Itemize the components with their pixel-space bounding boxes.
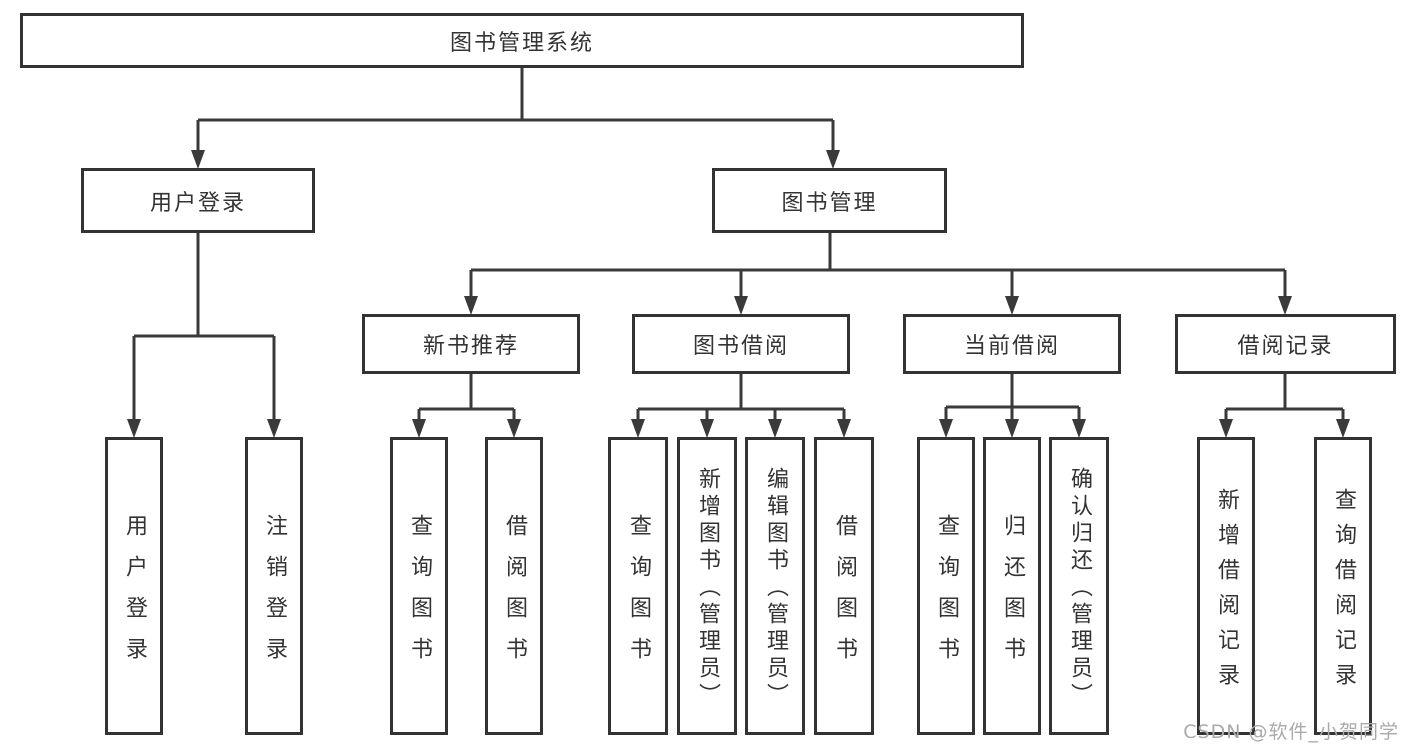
leaf-user-login: 用户登录 bbox=[105, 437, 163, 735]
node-user-login-branch: 用户登录 bbox=[81, 168, 315, 233]
csdn-watermark: CSDN @软件_小贺同学 bbox=[1183, 721, 1399, 743]
leaf-borrow-books-2: 借阅图书 bbox=[814, 437, 874, 735]
node-borrow-records: 借阅记录 bbox=[1175, 314, 1396, 374]
node-new-book-recommend: 新书推荐 bbox=[362, 314, 580, 374]
leaf-query-books-2: 查询图书 bbox=[608, 437, 668, 735]
node-current-borrow: 当前借阅 bbox=[903, 314, 1121, 374]
node-root-system: 图书管理系统 bbox=[20, 13, 1024, 68]
leaf-query-books-3: 查询图书 bbox=[917, 437, 975, 735]
leaf-edit-books-admin: 编辑图书（管理员） bbox=[745, 437, 805, 735]
leaf-add-borrow-record: 新增借阅记录 bbox=[1197, 437, 1255, 735]
node-book-borrow: 图书借阅 bbox=[632, 314, 850, 374]
node-book-management-branch: 图书管理 bbox=[712, 168, 947, 233]
leaf-query-borrow-record: 查询借阅记录 bbox=[1314, 437, 1372, 735]
leaf-add-books-admin: 新增图书（管理员） bbox=[677, 437, 737, 735]
leaf-confirm-return-admin: 确认归还（管理员） bbox=[1049, 437, 1109, 735]
leaf-return-books: 归还图书 bbox=[983, 437, 1041, 735]
leaf-borrow-books-1: 借阅图书 bbox=[485, 437, 543, 735]
leaf-query-books-1: 查询图书 bbox=[390, 437, 448, 735]
leaf-logout: 注销登录 bbox=[245, 437, 303, 735]
